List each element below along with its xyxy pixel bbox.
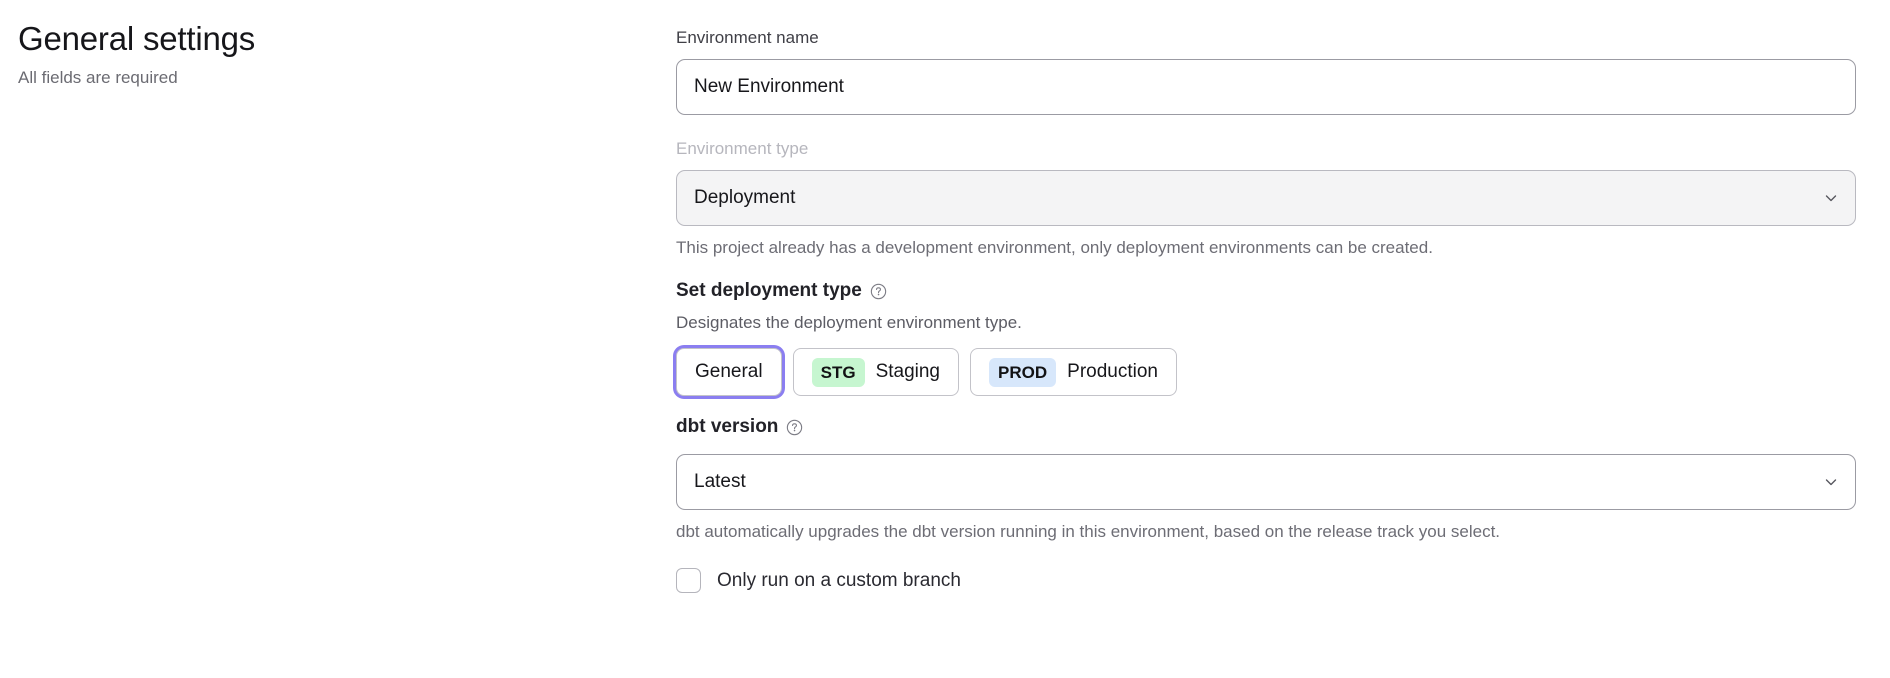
deployment-type-option-general[interactable]: General bbox=[676, 348, 782, 396]
dbt-version-label: dbt version bbox=[676, 416, 779, 437]
deployment-type-section: Set deployment type Designates the deplo… bbox=[676, 278, 1856, 396]
environment-type-label: Environment type bbox=[676, 139, 809, 158]
environment-name-input[interactable] bbox=[676, 59, 1856, 115]
custom-branch-label[interactable]: Only run on a custom branch bbox=[717, 569, 961, 591]
environment-name-field: Environment name bbox=[676, 26, 1856, 115]
dbt-version-field: dbt version Latest dbt automatically upg… bbox=[676, 414, 1856, 544]
dbt-version-select-value: Latest bbox=[676, 454, 1856, 510]
environment-type-helper: This project already has a development e… bbox=[676, 238, 1433, 257]
settings-header: General settings All fields are required bbox=[18, 18, 538, 90]
production-badge: PROD bbox=[989, 357, 1057, 387]
deployment-type-option-production-label: Production bbox=[1067, 361, 1158, 382]
environment-type-select: Deployment bbox=[676, 170, 1856, 226]
page-title: General settings bbox=[18, 20, 256, 57]
page-subtitle: All fields are required bbox=[18, 68, 178, 87]
dbt-version-helper: dbt automatically upgrades the dbt versi… bbox=[676, 522, 1501, 541]
deployment-type-description: Designates the deployment environment ty… bbox=[676, 313, 1022, 332]
deployment-type-option-production[interactable]: PROD Production bbox=[970, 348, 1177, 396]
help-circle-icon[interactable] bbox=[870, 283, 887, 300]
settings-form: Environment name Environment type Deploy… bbox=[676, 26, 1856, 593]
dbt-version-heading: dbt version bbox=[676, 414, 1856, 440]
deployment-type-options: General STG Staging PROD Production bbox=[676, 348, 1856, 396]
environment-type-select-value: Deployment bbox=[676, 170, 1856, 226]
deployment-type-option-staging-label: Staging bbox=[875, 361, 941, 382]
deployment-type-option-general-label: General bbox=[695, 361, 763, 382]
environment-name-label: Environment name bbox=[676, 28, 819, 47]
custom-branch-checkbox[interactable] bbox=[676, 568, 701, 593]
deployment-type-heading-label: Set deployment type bbox=[676, 280, 862, 301]
dbt-version-select[interactable]: Latest bbox=[676, 454, 1856, 510]
staging-badge: STG bbox=[811, 357, 865, 387]
deployment-type-option-staging[interactable]: STG Staging bbox=[792, 348, 960, 396]
environment-type-field: Environment type Deployment This project… bbox=[676, 137, 1856, 260]
custom-branch-row: Only run on a custom branch bbox=[676, 568, 1856, 593]
deployment-type-heading: Set deployment type bbox=[676, 278, 1856, 304]
help-circle-icon[interactable] bbox=[786, 419, 803, 436]
